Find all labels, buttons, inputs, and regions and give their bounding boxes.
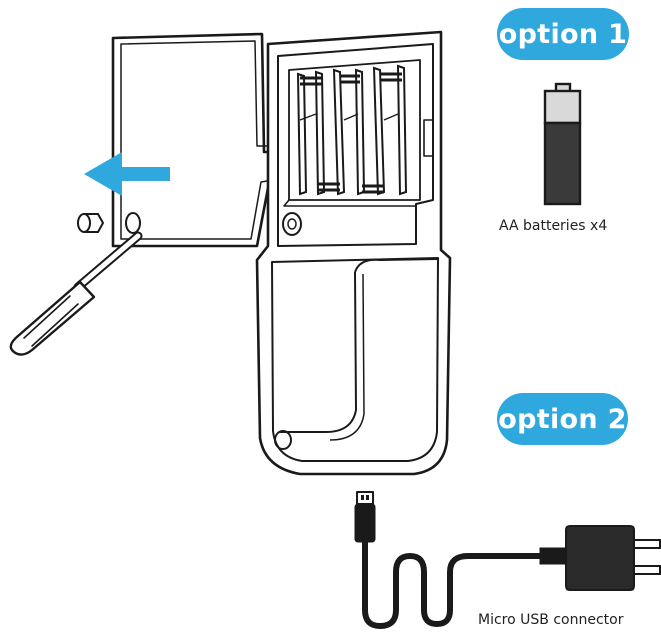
- option-2-badge: option 2: [497, 393, 628, 445]
- removed-battery-cover: [111, 32, 282, 248]
- usb-caption: Micro USB connector: [478, 612, 624, 628]
- battery-slots: [296, 64, 408, 196]
- screw: [77, 213, 105, 233]
- power-adapter: [539, 525, 661, 591]
- micro-usb-plug: [354, 491, 549, 629]
- option-1-badge: option 1: [497, 8, 629, 60]
- remove-arrow: [84, 152, 170, 196]
- battery-compartment-device: [255, 30, 452, 476]
- aa-battery-icon: [543, 82, 582, 206]
- battery-caption: AA batteries x4: [499, 218, 608, 234]
- screwdriver: [9, 231, 143, 356]
